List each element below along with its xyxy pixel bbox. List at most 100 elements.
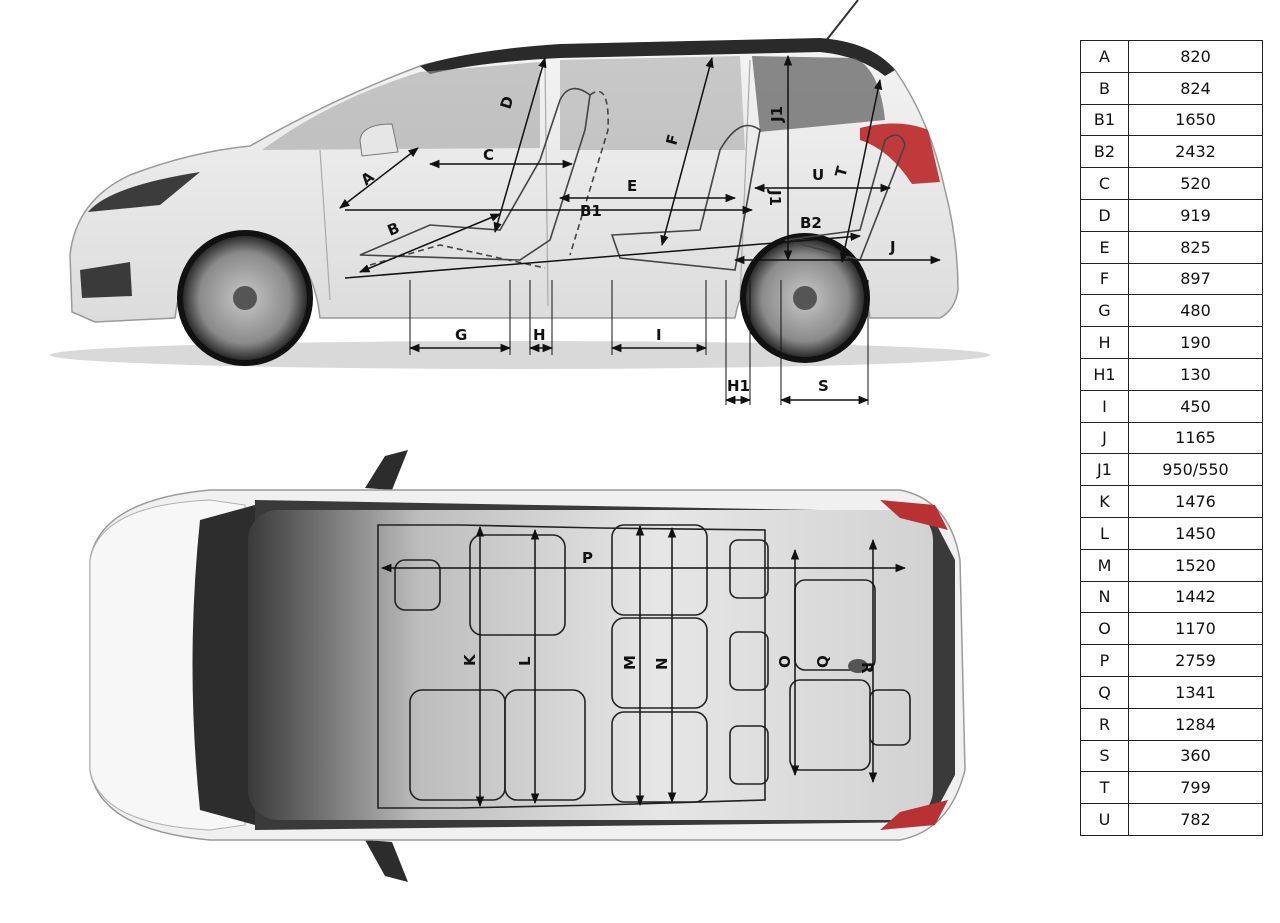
table-cell-key: H1 xyxy=(1080,357,1129,391)
table-cell-value: 1476 xyxy=(1128,485,1263,518)
top-view-diagram: P K L M N O Q R xyxy=(89,450,966,882)
label-s: S xyxy=(818,377,829,395)
windshield-frame xyxy=(192,505,255,825)
label-n: N xyxy=(653,657,671,670)
headlight xyxy=(88,172,200,212)
table-cell-key: M xyxy=(1080,548,1129,582)
label-r: R xyxy=(858,662,876,674)
label-p: P xyxy=(582,549,593,567)
front-window xyxy=(262,62,540,150)
label-g: G xyxy=(455,326,467,344)
table-cell-value: 450 xyxy=(1128,389,1263,423)
label-j1-upper: J1 xyxy=(768,106,786,123)
side-dimension-labels: A B C D E B1 F J1 J1 U T B2 J G H I H1 S xyxy=(357,94,895,395)
label-b2: B2 xyxy=(800,214,822,232)
label-q: Q xyxy=(814,655,832,668)
table-cell-key: N xyxy=(1080,580,1129,614)
table-cell-key: B xyxy=(1080,71,1129,105)
label-f: F xyxy=(662,132,682,147)
top-tail-light-lower xyxy=(880,800,948,830)
table-cell-value: 130 xyxy=(1128,357,1263,391)
label-e: E xyxy=(627,177,637,195)
rear-wheel-hub xyxy=(793,286,817,310)
table-cell-value: 950/550 xyxy=(1128,453,1263,487)
table-cell-value: 799 xyxy=(1128,771,1263,805)
table-cell-key: P xyxy=(1080,644,1129,677)
table-cell-value: 1442 xyxy=(1128,580,1263,614)
table-cell-key: A xyxy=(1080,40,1129,73)
table-cell-key: E xyxy=(1080,230,1129,264)
side-view-diagram: A B C D E B1 F J1 J1 U T B2 J G H I H1 S xyxy=(50,0,990,405)
table-cell-value: 1650 xyxy=(1128,103,1263,137)
table-cell-key: T xyxy=(1080,771,1129,805)
table-cell-value: 2432 xyxy=(1128,135,1263,169)
top-dimension-labels: P K L M N O Q R xyxy=(461,549,876,674)
roof-strip xyxy=(420,38,895,76)
label-j: J xyxy=(889,238,896,256)
label-l: L xyxy=(516,656,534,666)
top-tail-light-upper xyxy=(880,500,948,530)
label-d: D xyxy=(497,94,518,111)
table-cell-key: U xyxy=(1080,803,1129,836)
table-cell-value: 782 xyxy=(1128,803,1263,836)
table-cell-value: 919 xyxy=(1128,198,1263,232)
table-cell-key: H xyxy=(1080,326,1129,359)
label-k: K xyxy=(461,653,479,666)
table-cell-value: 820 xyxy=(1128,40,1263,73)
table-cell-value: 520 xyxy=(1128,167,1263,200)
front-grille xyxy=(80,262,132,298)
table-cell-key: R xyxy=(1080,707,1129,741)
table-cell-value: 1341 xyxy=(1128,675,1263,709)
cabin-interior xyxy=(248,510,933,820)
table-cell-key: O xyxy=(1080,612,1129,646)
label-j1-lower: J1 xyxy=(766,189,784,206)
extension-lines xyxy=(409,280,869,405)
label-m: M xyxy=(621,655,639,670)
table-cell-key: C xyxy=(1080,167,1129,200)
table-cell-key: J xyxy=(1080,421,1129,455)
label-o: O xyxy=(776,655,794,668)
top-mirror-upper xyxy=(365,450,408,490)
top-mirror-lower xyxy=(365,840,408,882)
table-cell-value: 190 xyxy=(1128,326,1263,359)
label-b1: B1 xyxy=(580,202,602,220)
table-cell-value: 1520 xyxy=(1128,548,1263,582)
dimension-lines xyxy=(339,54,942,405)
table-cell-value: 1170 xyxy=(1128,612,1263,646)
top-dimension-lines xyxy=(380,524,907,808)
table-cell-value: 897 xyxy=(1128,262,1263,296)
label-h1: H1 xyxy=(727,377,750,395)
table-cell-value: 1284 xyxy=(1128,707,1263,741)
table-cell-value: 2759 xyxy=(1128,644,1263,677)
table-cell-key: J1 xyxy=(1080,453,1129,487)
table-cell-key: Q xyxy=(1080,675,1129,709)
table-cell-key: K xyxy=(1080,485,1129,518)
table-cell-value: 825 xyxy=(1128,230,1263,264)
table-cell-key: I xyxy=(1080,389,1129,423)
table-cell-value: 480 xyxy=(1128,294,1263,328)
table-cell-key: S xyxy=(1080,739,1129,773)
